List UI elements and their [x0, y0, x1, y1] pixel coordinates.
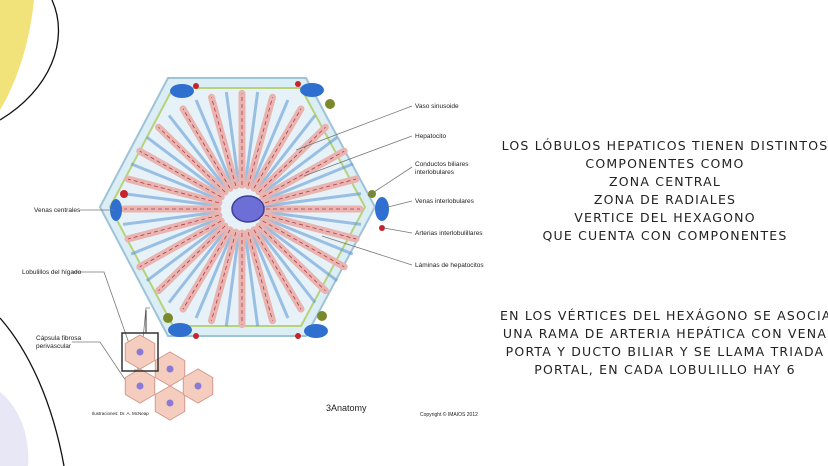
text-line: COMPONENTES COMO [585, 156, 745, 171]
label-conductos-biliares: Conductos biliares [415, 161, 469, 168]
portal-triad-left [110, 190, 128, 221]
sinusoid [194, 99, 235, 190]
black-corner-arc [0, 0, 60, 121]
sinusoid [224, 230, 241, 327]
sinusoid [263, 210, 362, 226]
sinusoid [258, 135, 339, 197]
hepatocyte-plates [120, 89, 364, 329]
bile-canaliculus [127, 214, 219, 240]
text-line: PORTAL, EN CADA LOBULILLO HAY 6 [534, 362, 796, 377]
small-lobules-cluster [124, 334, 214, 421]
black-bottom-arc [0, 317, 65, 466]
text-line: ZONA DE RADIALES [593, 192, 737, 207]
text-block-components: LOS LÓBULOS HEPATICOS TIENEN DISTINTOS C… [500, 137, 828, 245]
liver-lobule-diagram [98, 77, 389, 339]
label-lobulillos: Lobulillos del hígado [22, 269, 82, 276]
sinusoid [167, 114, 230, 193]
label-capsula-perivascular: perivascular [36, 343, 72, 350]
text-line: UNA RAMA DE ARTERIA HEPÁTICA CON VENA [502, 326, 828, 341]
sinusoid [249, 228, 290, 319]
text-line: LOS LÓBULOS HEPATICOS TIENEN DISTINTOS [501, 138, 828, 153]
bile-canaliculus [211, 232, 237, 321]
bile-canaliculus [182, 108, 231, 189]
label-conductos-interlobulares: interlobulares [415, 169, 455, 176]
bile-canaliculus [253, 229, 302, 310]
bile-canaliculus [265, 214, 357, 240]
sinusoid [224, 91, 241, 188]
bile-canaliculus [247, 97, 273, 186]
label-capsula-fibrosa: Cápsula fibrosa [36, 335, 82, 342]
sinusoid [263, 192, 362, 208]
watermark-anatomy: 3Anatomy [326, 403, 367, 413]
yellow-corner-shape [0, 0, 34, 110]
sinusoid [243, 230, 260, 327]
credit-illustrations: Ilustraciones: Dr. A. McNeap [92, 411, 149, 416]
portal-triad-top-right [295, 81, 335, 109]
sinusoid [254, 225, 317, 304]
bile-canaliculus [127, 178, 219, 204]
small-lobule-central-vein [136, 348, 144, 356]
portal-triad-bottom-right [295, 311, 328, 339]
bile-canaliculus [139, 150, 222, 198]
bile-canaliculus [253, 108, 302, 189]
sinusoid [261, 162, 354, 202]
bile-canaliculus [258, 126, 326, 193]
small-lobule-central-vein [166, 365, 174, 373]
small-lobule-central-vein [166, 399, 174, 407]
text-line: ZONA CENTRAL [609, 174, 721, 189]
sinusoid [145, 135, 226, 197]
label-laminas-hepatocitos: Láminas de hepatocitos [415, 262, 484, 269]
sinusoid [194, 228, 235, 319]
text-block-triad: EN LOS VÉRTICES DEL HEXÁGONO SE ASOCIAN … [500, 307, 828, 379]
sinusoid [167, 225, 230, 304]
small-lobule-central-vein [194, 382, 202, 390]
sinusoid [130, 216, 223, 256]
text-line: PORTA Y DUCTO BILIAR Y SE LLAMA TRIADA [505, 344, 825, 359]
bile-canaliculus [258, 225, 326, 292]
bile-canaliculus [265, 178, 357, 204]
sinusoid [261, 216, 354, 256]
bile-canaliculus [211, 97, 237, 186]
text-line: EN LOS VÉRTICES DEL HEXÁGONO SE ASOCIAN [500, 308, 828, 323]
portal-triad-bottom-left [163, 313, 199, 339]
small-lobule-central-vein [136, 382, 144, 390]
label-hepatocito: Hepatocito [415, 133, 446, 140]
label-venas-interlobulares: Venas interlobulares [415, 198, 475, 205]
sinusoid [122, 210, 221, 226]
label-venas-centrales: Venas centrales [34, 207, 81, 214]
bile-canaliculus [247, 232, 273, 321]
portal-triad-top-left [170, 83, 199, 98]
central-vein [231, 195, 265, 223]
sinusoid [254, 114, 317, 193]
bile-canaliculus [262, 220, 345, 268]
bile-canaliculus [158, 126, 226, 193]
sinusoid [249, 99, 290, 190]
zoom-selection-box [121, 332, 159, 372]
sinusoid [122, 192, 221, 208]
sinusoid [243, 91, 260, 188]
bile-canaliculus [182, 229, 231, 310]
sinusoid [258, 221, 339, 283]
bile-canaliculus [158, 225, 226, 292]
text-line: QUE CUENTA CON COMPONENTES [542, 228, 788, 243]
sinusoid [130, 162, 223, 202]
lavender-corner-shape [0, 392, 29, 466]
text-line: VERTICE DEL HEXAGONO [574, 210, 756, 225]
label-arterias-interlobulares: Arterias interlobulillares [415, 230, 483, 237]
bile-canaliculus [139, 220, 222, 268]
sinusoid [145, 221, 226, 283]
copyright-imaios: Copyright © IMAIOS 2012 [420, 411, 478, 418]
label-vaso-sinusoide: Vaso sinusoide [415, 103, 459, 110]
bile-canaliculus [262, 150, 345, 198]
